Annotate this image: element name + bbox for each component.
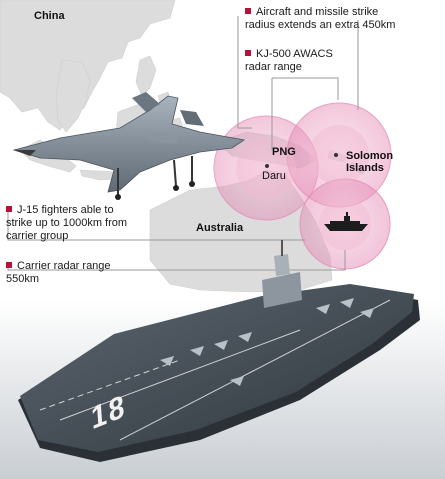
label-daru: Daru — [262, 170, 286, 182]
carrier-silhouette-icon — [324, 212, 368, 231]
label-solomon-islands: Solomon Islands — [346, 150, 394, 174]
fighter-jet-icon — [12, 92, 246, 200]
bullet-icon — [245, 50, 251, 56]
bullet-icon — [6, 262, 12, 268]
bullet-icon — [6, 206, 12, 212]
inner-ring-solomon — [309, 125, 369, 185]
label-png: PNG — [272, 146, 296, 158]
callout-carrier-radar: Carrier radar range 550km — [6, 260, 111, 285]
callout-j15: J-15 fighters able to strike up to 1000k… — [6, 204, 128, 242]
bullet-icon — [245, 8, 251, 14]
callout-strike-radius: Aircraft and missile strike radius exten… — [245, 6, 396, 31]
daru-marker — [265, 164, 269, 168]
aircraft-carrier-image — [18, 240, 420, 462]
inner-ring-png — [236, 138, 296, 198]
solomon-marker — [334, 153, 338, 157]
label-australia: Australia — [196, 222, 244, 234]
label-china: China — [34, 10, 65, 22]
callout-awacs: KJ-500 AWACS radar range — [245, 48, 333, 73]
